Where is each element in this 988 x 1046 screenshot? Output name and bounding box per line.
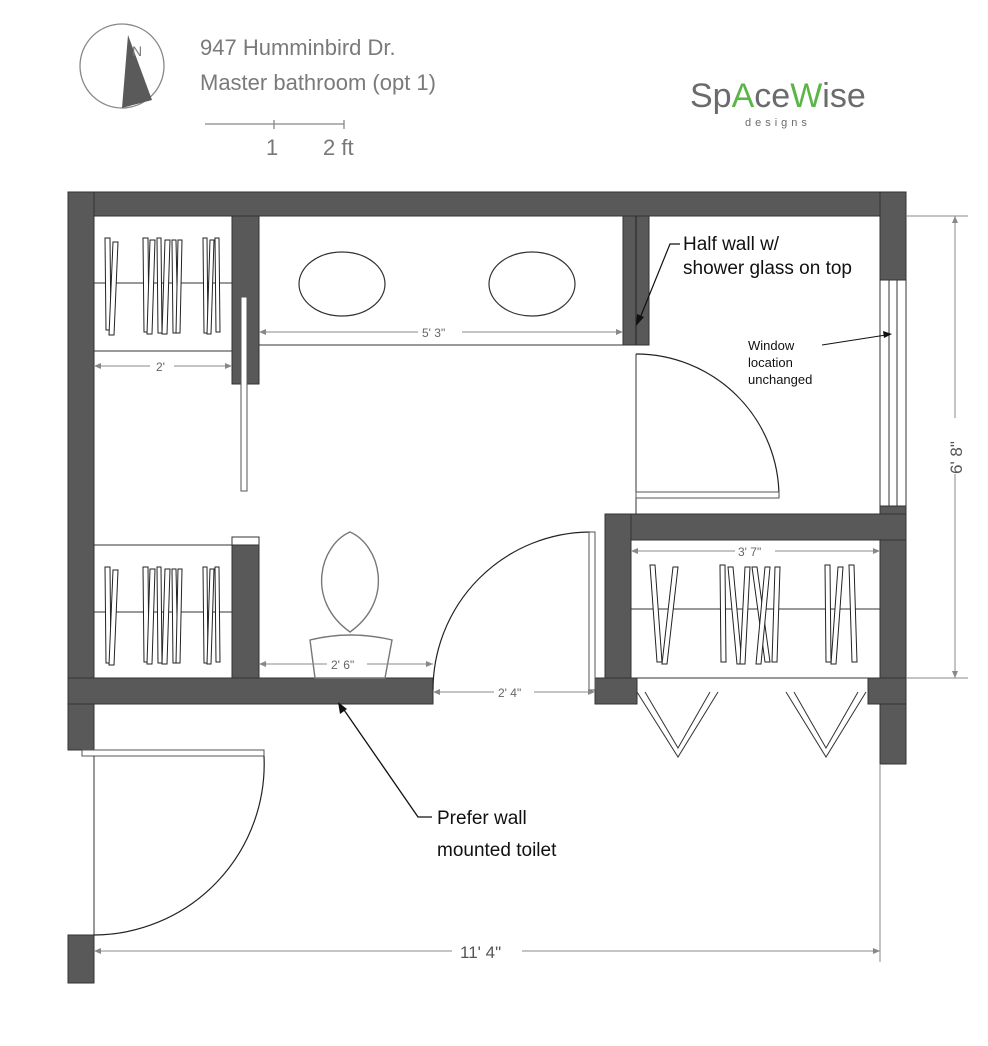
bathroom-door-panel[interactable] [588,531,596,691]
logo-wordmark: SpAceWise [690,77,866,115]
note-window: Window location unchanged [748,331,892,387]
wall-right-lower [879,505,907,765]
hangers-bottom-left [104,566,221,666]
wall-right-closet-top [604,513,907,541]
dim-door-opening: 2' 4" [498,686,521,700]
wall-closet-divider-lower [231,544,260,680]
spacewise-logo: SpAceWise designs [690,77,866,129]
note-half-wall-line1: Half wall w/ [683,234,780,255]
note-window-line1: Window [748,338,795,353]
sink-left [298,251,386,317]
shower-door[interactable] [635,353,780,514]
scale-tick-2: 2 ft [323,135,354,160]
note-window-line3: unchanged [748,372,812,387]
dim-overall-width: 11' 4" [460,943,501,962]
window [879,279,907,507]
walls [67,191,907,984]
wall-left [67,191,95,751]
wall-door-jamb [67,934,95,984]
toilet-bowl [320,531,380,633]
compass-circle [79,23,165,109]
dim-overall-height: 6' 8" [947,441,966,474]
note-half-wall: Half wall w/ shower glass on top [636,234,852,326]
scale-tick-1: 1 [266,135,278,160]
wall-right-upper [879,191,907,281]
entry-door[interactable] [81,749,265,936]
note-toilet-line1: Prefer wall [437,808,527,829]
dim-toilet-space: 2' 6" [331,658,354,672]
note-toilet-line2: mounted toilet [437,840,557,861]
sliding-door-lower-cap [231,536,260,546]
compass: N [79,23,165,109]
hangers-right [649,564,858,665]
vanity [258,215,624,346]
hangers-top-left [104,237,221,336]
shower-door-panel[interactable] [635,491,780,499]
dim-right-closet-width: 3' 7" [738,545,761,559]
closet-bottom-left [93,544,233,679]
wall-right-closet-left [604,513,632,705]
compass-label: N [132,43,142,59]
sliding-door-upper[interactable] [240,296,248,492]
note-toilet: Prefer wall mounted toilet [338,702,557,861]
wall-right-closet-stub-right [867,677,907,705]
bathroom-door[interactable] [432,531,596,691]
address-title: 947 Humminbird Dr. [200,35,396,60]
compass-needle-icon [122,35,152,108]
room-title: Master bathroom (opt 1) [200,70,436,95]
wall-top [67,191,907,217]
scale-bar: 1 2 ft [205,120,354,160]
logo-tagline: designs [745,117,811,129]
dim-vanity-width: 5' 3" [422,326,445,340]
closet-right [630,539,881,679]
wall-right-closet-stub-left [594,677,638,705]
wall-bottom-left [67,677,434,705]
dimension-lines: 2' 5' 3" 6' 8" 3' 7" 2' 6" 2' 4" [94,215,968,962]
sink-right [488,251,576,317]
note-half-wall-line2: shower glass on top [683,258,852,279]
bifold-doors[interactable] [636,691,867,758]
closet-top-left [93,215,233,352]
dim-closet-top-width: 2' [156,360,165,374]
note-window-line2: location [748,355,793,370]
